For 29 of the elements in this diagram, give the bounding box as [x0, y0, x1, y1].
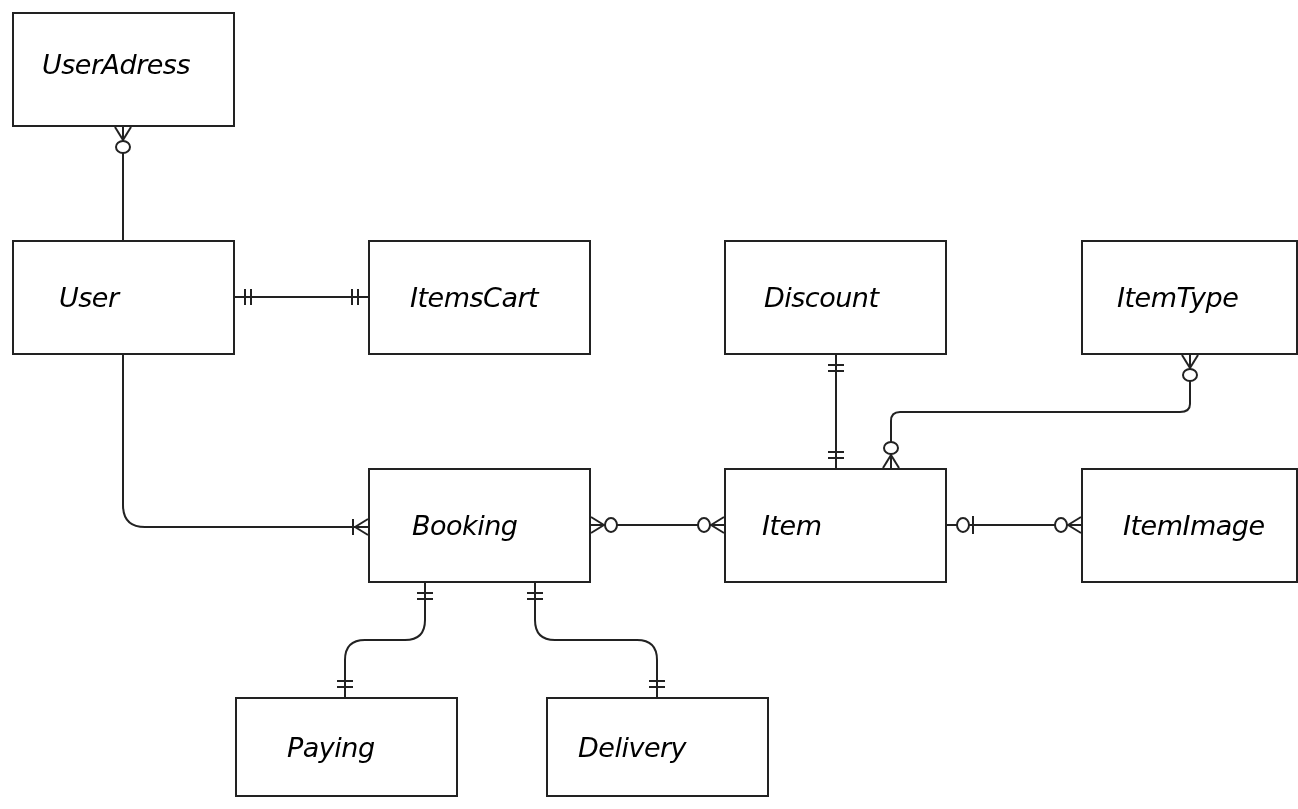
- relationship-line: [122, 354, 369, 536]
- relationship-line: [336, 582, 434, 698]
- entity-name: Booking: [412, 510, 518, 541]
- entity-name: Item: [762, 510, 822, 541]
- entity-box: [235, 697, 458, 797]
- entity-box: [368, 468, 591, 583]
- entity-box: [12, 240, 235, 355]
- entity-box: [12, 12, 235, 127]
- entity-name: Discount: [764, 282, 879, 313]
- entity-box: [1081, 468, 1298, 583]
- relationship-line: [526, 582, 666, 698]
- entity-box: [724, 468, 947, 583]
- entity-box: [546, 697, 769, 797]
- relationship-line: [882, 354, 1199, 469]
- entity-name: ItemsCart: [410, 282, 539, 313]
- entity-name: ItemType: [1117, 282, 1239, 313]
- entity-name: Paying: [287, 731, 375, 763]
- entity-box: [1081, 240, 1298, 355]
- entity-box: [724, 240, 947, 355]
- entity-name: UserAdress: [42, 49, 190, 80]
- entity-box: [368, 240, 591, 355]
- entity-name: User: [59, 282, 119, 313]
- relationship-line: [946, 515, 1082, 535]
- relationship-line: [234, 288, 369, 306]
- entity-name: Delivery: [578, 731, 687, 763]
- relationship-line: [590, 516, 725, 534]
- relationship-line: [827, 354, 845, 469]
- relationship-line: [114, 126, 132, 241]
- entity-name: ItemImage: [1123, 510, 1265, 541]
